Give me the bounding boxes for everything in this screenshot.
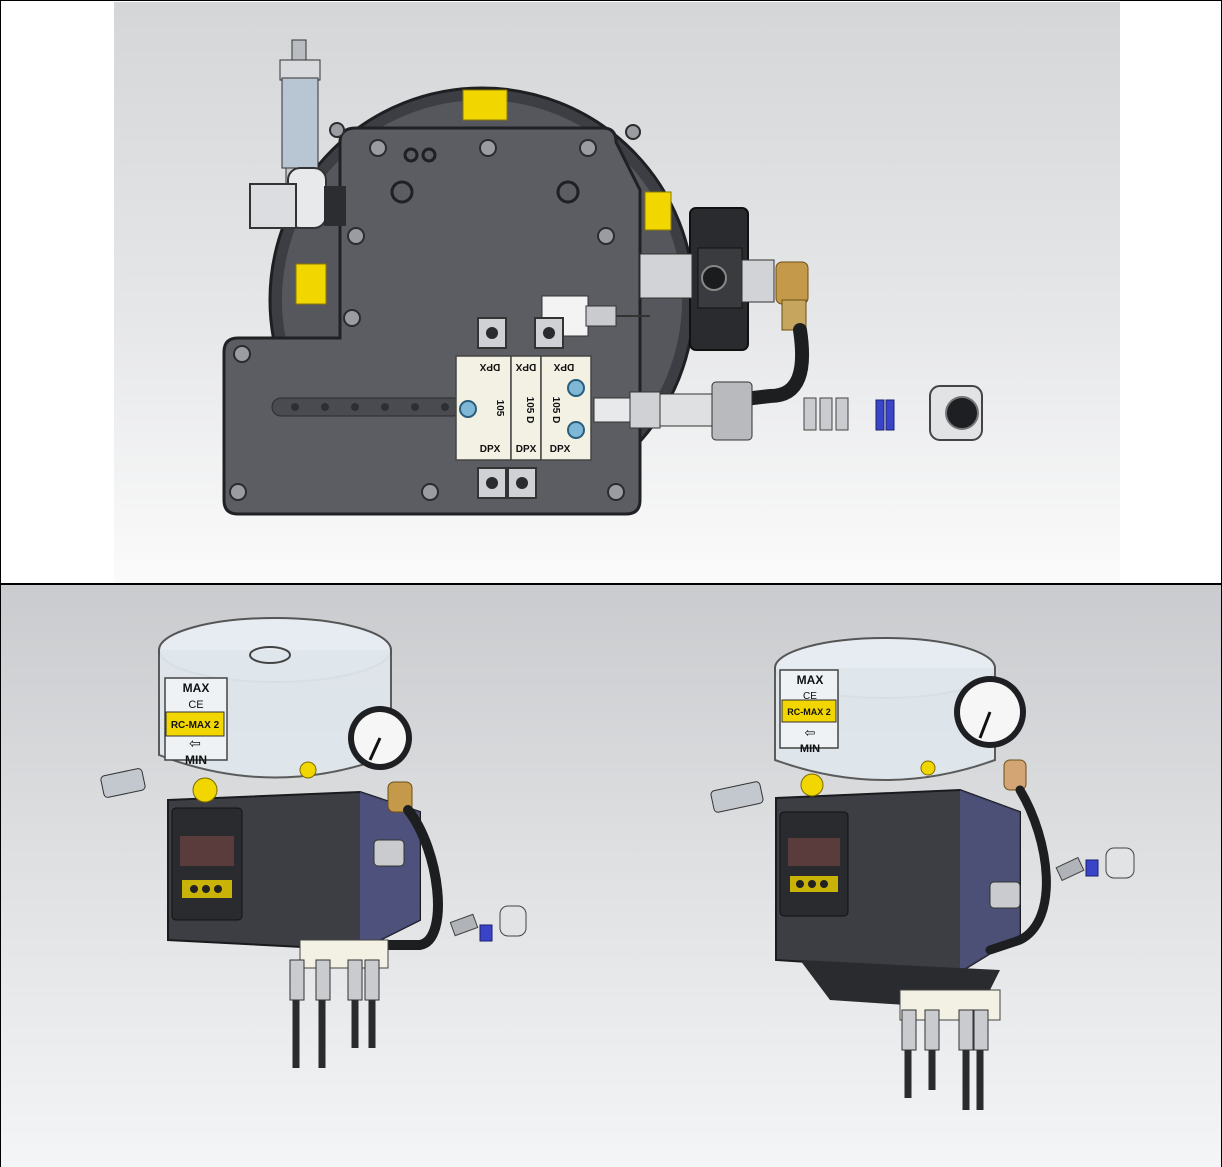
block1-top-label: DPX: [479, 361, 500, 372]
left-max-label: MAX: [183, 681, 210, 695]
block3-bottom-label: DPX: [550, 444, 571, 455]
block3-top-label: DPX: [553, 361, 574, 372]
table-border-mid: [0, 583, 1222, 585]
right-ce-label: CE: [803, 691, 817, 702]
block2-mid-label: 105 D: [524, 397, 535, 424]
right-max-label: MAX: [797, 673, 824, 687]
left-pump: MAX CE RC-MAX 2 ⇦ MIN: [100, 617, 527, 1068]
top-view-image: DPX 105 DPX DPX 105 D DPX DPX 105 D DPX: [114, 2, 1120, 583]
block2-bottom-label: DPX: [516, 444, 537, 455]
pump-isometric-drawings: MAX CE RC-MAX 2 ⇦ MIN: [100, 617, 1135, 1110]
right-pump: MAX CE RC-MAX 2 ⇦ MIN: [710, 637, 1135, 1110]
pump-top-view-drawing: DPX 105 DPX DPX 105 D DPX DPX 105 D DPX: [222, 39, 983, 516]
block3-mid-label: 105 D: [550, 397, 561, 424]
table-border-top: [0, 0, 1222, 1]
block1-mid-label: 105: [494, 400, 505, 417]
left-ce-label: CE: [188, 699, 203, 711]
right-arrow-glyph: ⇦: [805, 725, 816, 740]
right-brand-label: RC-MAX 2: [787, 707, 831, 717]
right-min-label: MIN: [800, 743, 820, 755]
left-brand-label: RC-MAX 2: [171, 720, 220, 731]
block1-bottom-label: DPX: [480, 444, 501, 455]
left-arrow-glyph: ⇦: [189, 735, 201, 751]
left-min-label: MIN: [185, 753, 207, 767]
block2-top-label: DPX: [515, 361, 536, 372]
isometric-views-image: MAX CE RC-MAX 2 ⇦ MIN: [1, 585, 1221, 1167]
